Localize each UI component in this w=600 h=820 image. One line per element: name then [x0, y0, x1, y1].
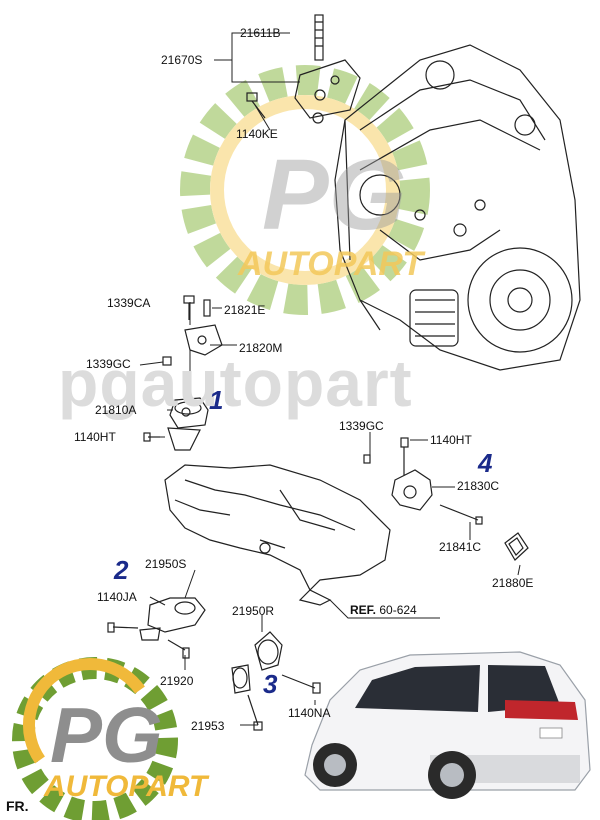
label-1140HT-left: 1140HT	[74, 430, 116, 444]
mount-1-assembly	[143, 295, 223, 451]
label-21920: 21920	[160, 674, 194, 688]
mount-4-assembly	[363, 437, 529, 561]
label-21830C: 21830C	[457, 479, 500, 493]
label-1339GC-left: 1339GC	[86, 357, 131, 371]
label-1140HT-right: 1140HT	[430, 433, 472, 447]
pg-logo-gear	[12, 657, 178, 820]
watermark-pg-middle: PG	[262, 139, 407, 251]
marker-2: 2	[114, 555, 129, 585]
label-21820M: 21820M	[239, 341, 283, 355]
marker-1: 1	[209, 385, 224, 415]
label-21821E: 21821E	[224, 303, 266, 317]
marker-3: 3	[263, 669, 278, 699]
label-1140JA: 1140JA	[97, 590, 137, 604]
watermark-autopart-middle: AUTOPART	[238, 245, 424, 283]
reference-label: REF. 60-624	[350, 603, 417, 617]
watermark-text-middle: pgautopart	[58, 346, 413, 420]
reference-value: 60-624	[379, 603, 417, 617]
label-1140NA: 1140NA	[288, 706, 331, 720]
label-21953: 21953	[191, 719, 225, 733]
mount-2-assembly	[107, 597, 206, 659]
watermark-gear-middle	[180, 65, 430, 315]
label-21810A: 21810A	[95, 403, 137, 417]
label-1140KE: 1140KE	[236, 127, 278, 141]
leader-lines-mount-1	[139, 302, 237, 438]
logo-pg-bottom: PG	[50, 691, 163, 779]
subframe-crossmember	[164, 464, 391, 606]
mount-3-assembly	[231, 631, 321, 731]
label-21841C: 21841C	[439, 540, 482, 554]
leader-lines-mount-3	[240, 615, 316, 726]
engine-mount-bracket-21670S	[294, 14, 361, 124]
leader-lines-mount-4	[369, 432, 521, 576]
label-21611B: 21611B	[240, 26, 281, 40]
marker-4: 4	[478, 448, 493, 478]
label-21950S: 21950S	[145, 557, 187, 571]
reference-prefix: REF.	[350, 603, 377, 617]
label-21670S: 21670S	[161, 53, 203, 67]
front-indicator: FR.	[6, 798, 29, 814]
reference-leader	[329, 599, 440, 619]
logo-autopart-bottom: AUTOPART	[44, 770, 208, 803]
label-1339CA: 1339CA	[107, 296, 151, 310]
label-1339GC-right: 1339GC	[339, 419, 384, 433]
label-21950R: 21950R	[232, 604, 275, 618]
label-21880E: 21880E	[492, 576, 534, 590]
leader-lines-mount-2	[149, 569, 196, 670]
leader-lines-upper	[214, 32, 300, 131]
engine-assembly	[334, 44, 581, 371]
bolt-1140KE	[246, 92, 266, 119]
minivan-illustration	[304, 651, 591, 799]
